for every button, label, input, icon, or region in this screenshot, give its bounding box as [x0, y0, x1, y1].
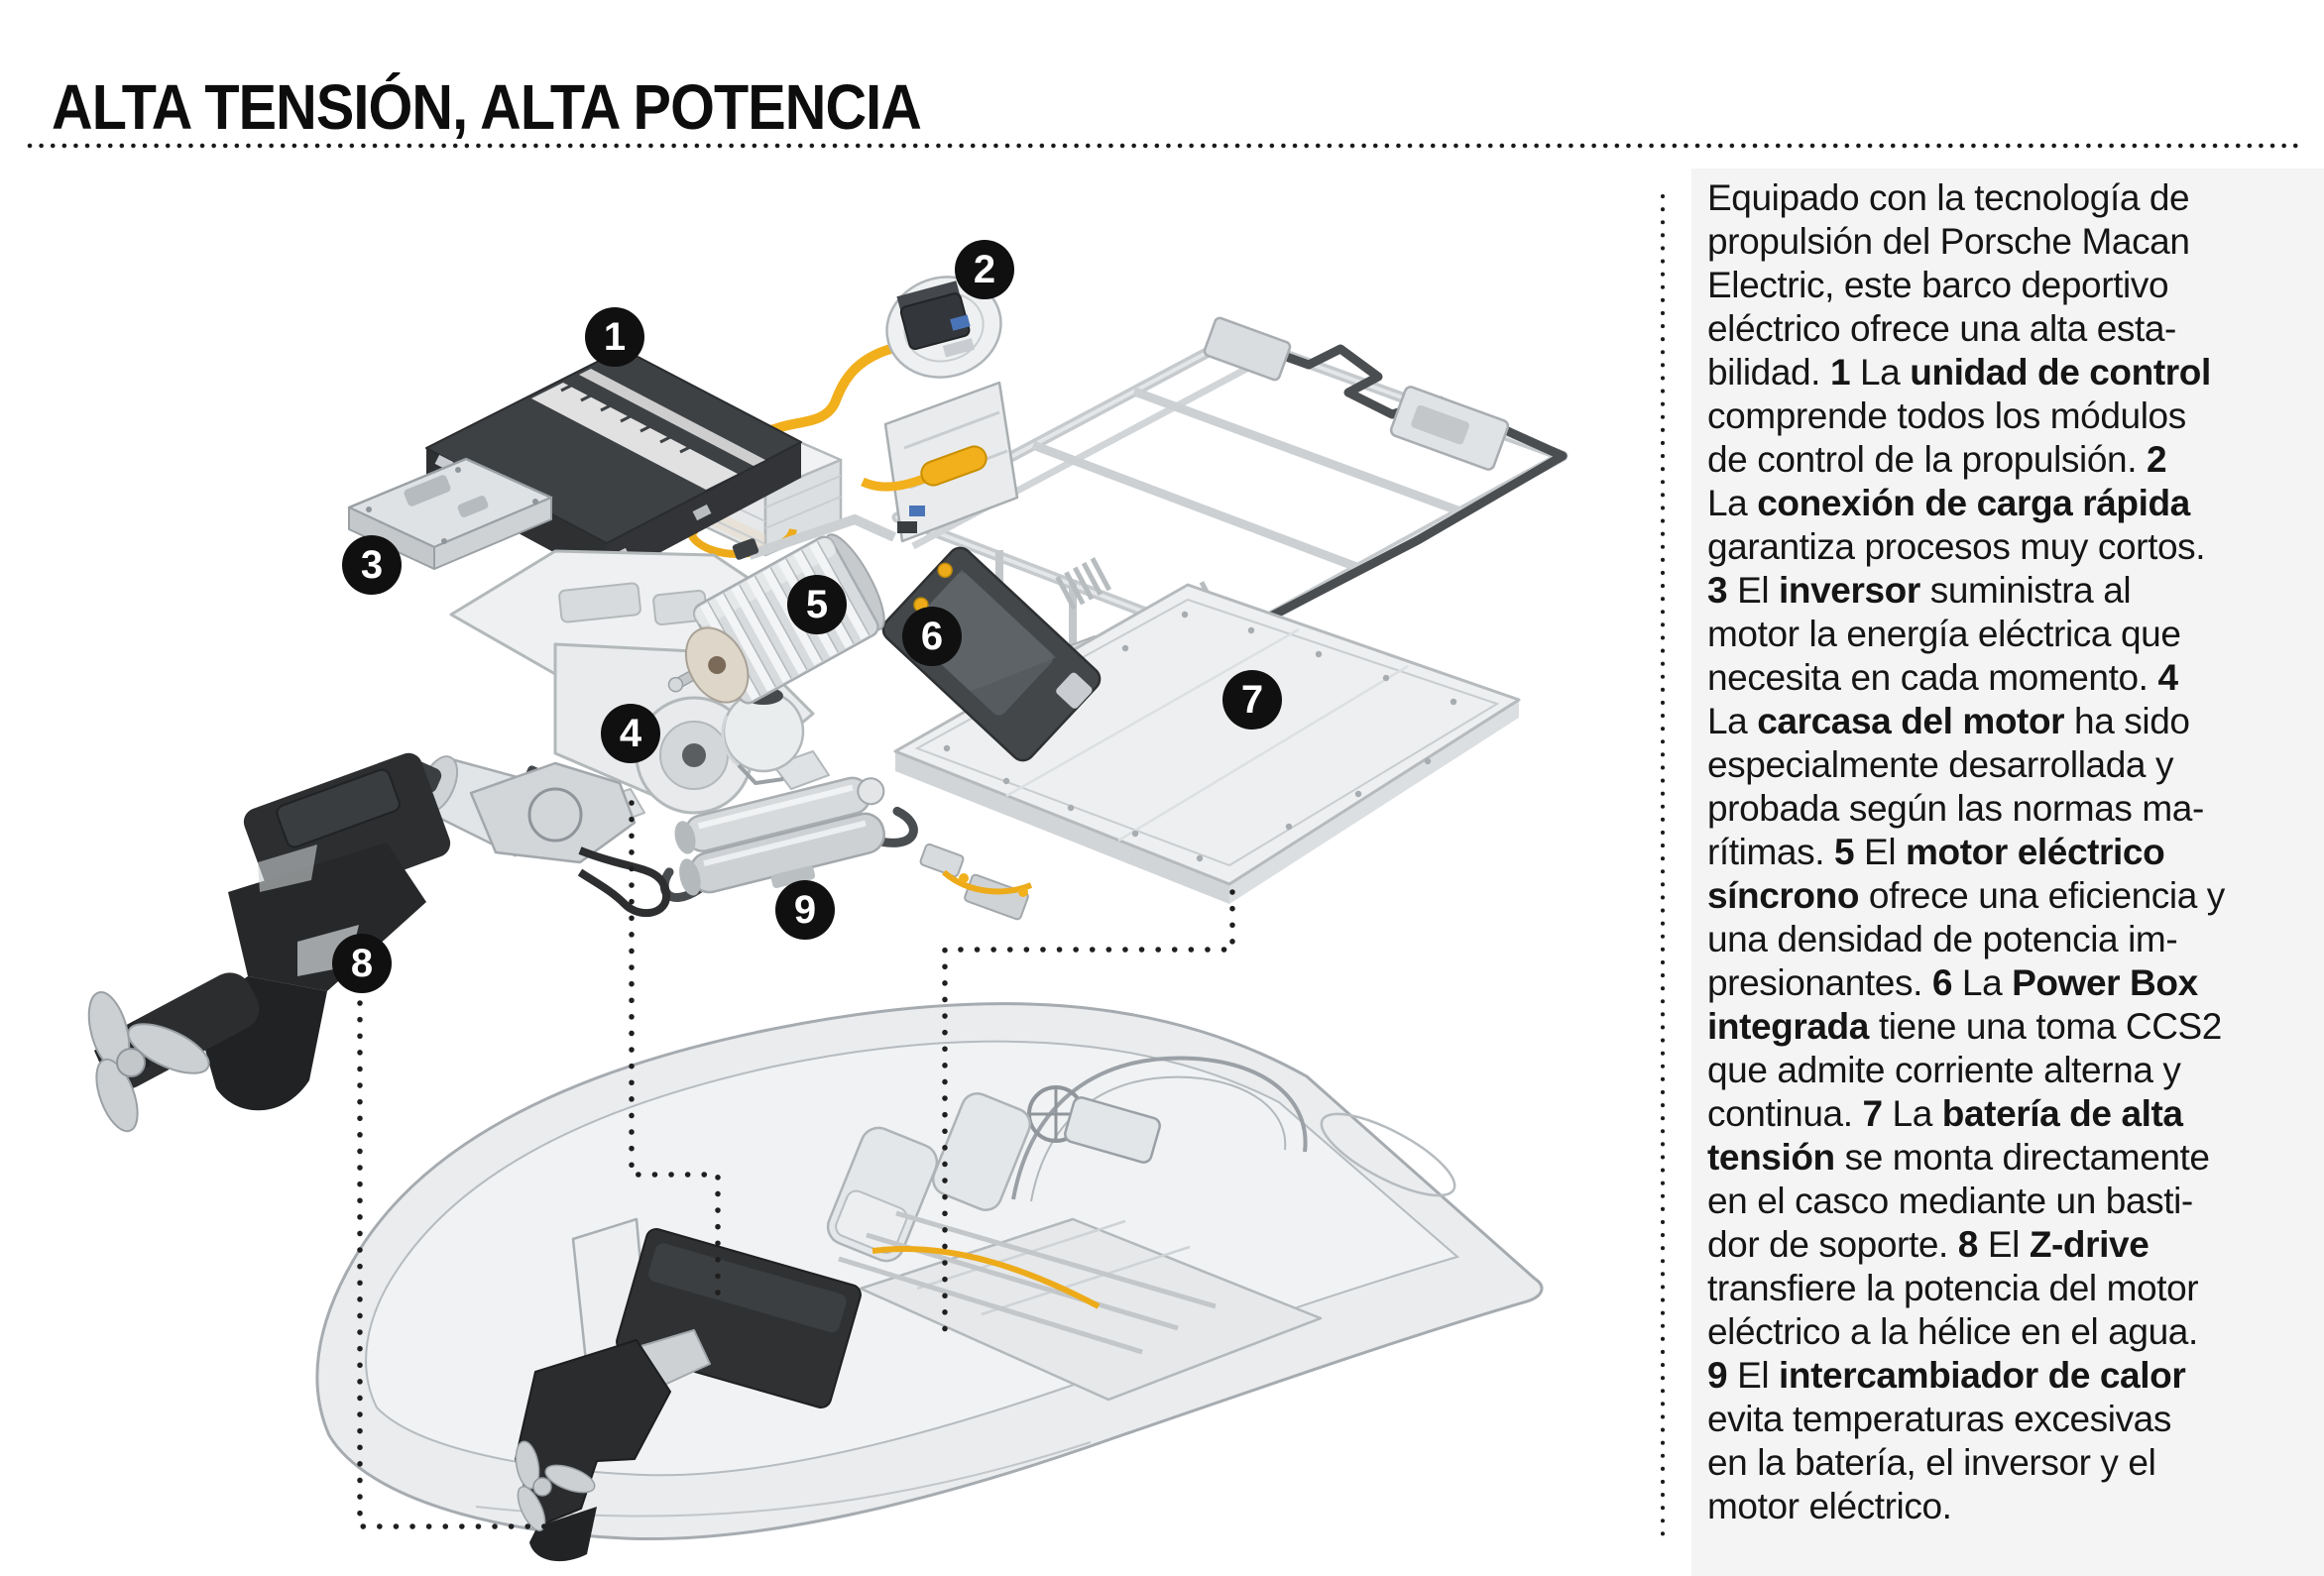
text-line: rítimas. 5 El motor eléctrico — [1707, 832, 2165, 872]
text-line: propulsión del Porsche Macan — [1707, 221, 2190, 262]
text-line: continua. 7 La batería de alta — [1707, 1093, 2183, 1134]
electric-motor-illustration — [667, 513, 897, 705]
text-line: especialmente desarrollada y — [1707, 744, 2174, 785]
text-line: tensión se monta directamente — [1707, 1137, 2210, 1178]
text-line: motor eléctrico. — [1707, 1486, 1952, 1526]
support-frame-illustration — [861, 316, 1569, 667]
text-line: dor de soporte. 8 El Z-drive — [1707, 1224, 2150, 1265]
text-line: en el casco mediante un basti- — [1707, 1181, 2193, 1221]
text-line: probada según las normas ma- — [1707, 788, 2204, 829]
page-title: ALTA TENSIÓN, ALTA POTENCIA — [52, 70, 922, 143]
text-line: eléctrico a la hélice en el agua. — [1707, 1311, 2198, 1352]
text-line: La carcasa del motor ha sido — [1707, 701, 2190, 741]
text-line: evita temperaturas excesivas — [1707, 1399, 2171, 1439]
leader-lines — [357, 800, 1235, 1529]
text-line: 9 El intercambiador de calor — [1707, 1355, 2186, 1396]
text-line: necesita en cada momento. 4 — [1707, 657, 2178, 698]
text-line: presionantes. 6 La Power Box — [1707, 962, 2198, 1003]
text-line: transfiere la potencia del motor — [1707, 1268, 2199, 1308]
text-line: Electric, este barco deportivo — [1707, 265, 2169, 305]
text-line: síncrono ofrece una eficiencia y — [1707, 875, 2225, 916]
installed-drivetrain-illustration — [515, 1210, 1323, 1562]
text-line: eléctrico ofrece una alta esta- — [1707, 308, 2176, 349]
text-line: motor la energía eléctrica que — [1707, 614, 2181, 654]
text-line: integrada tiene una toma CCS2 — [1707, 1006, 2222, 1047]
text-line: garantiza procesos muy cortos. — [1707, 526, 2206, 567]
high-voltage-battery-illustration — [893, 583, 1521, 921]
text-line: que admite corriente alterna y — [1707, 1050, 2181, 1090]
text-line: en la batería, el inversor y el — [1707, 1442, 2156, 1483]
text-line: comprende todos los módulos — [1707, 395, 2186, 436]
heat-exchanger-illustration — [659, 776, 918, 902]
text-line: una densidad de potencia im- — [1707, 919, 2178, 959]
z-drive-illustration — [87, 752, 670, 1133]
text-line: de control de la propulsión. 2 — [1707, 439, 2167, 480]
text-line: Equipado con la tecnología de — [1707, 177, 2190, 218]
text-line: bilidad. 1 La unidad de control — [1707, 352, 2211, 393]
text-line: La conexión de carga rápida — [1707, 483, 2190, 523]
text-line: 3 El inversor suministra al — [1707, 570, 2132, 611]
leader-battery — [942, 889, 1235, 1347]
